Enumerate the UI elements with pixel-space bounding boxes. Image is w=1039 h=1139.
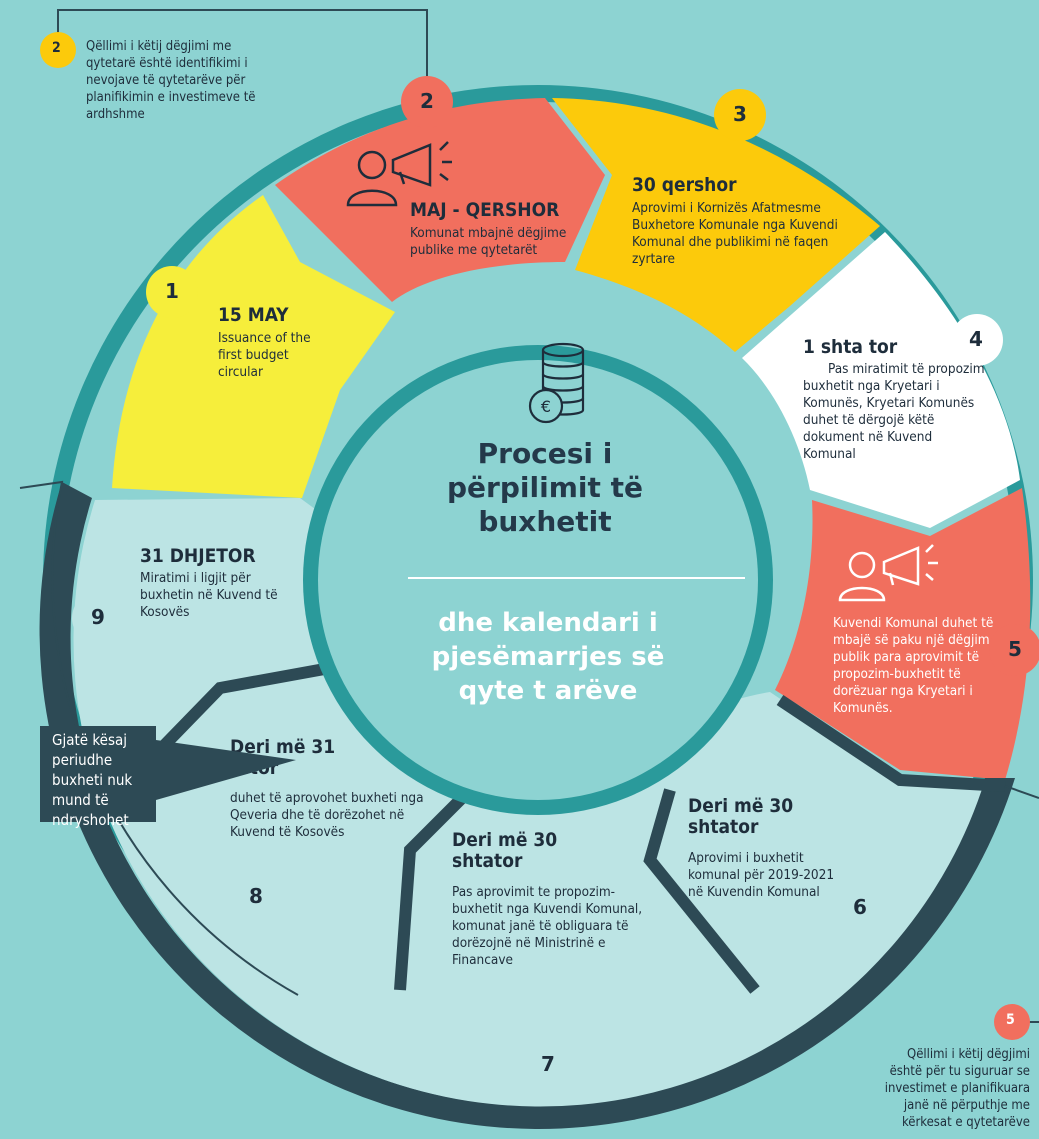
- segment-5-number: 5: [1008, 637, 1022, 661]
- note-5-number: 5: [1006, 1012, 1015, 1028]
- segment-4: [742, 232, 1020, 528]
- segment-8-text: duhet të aprovohet buxheti nga Qeveria d…: [230, 790, 424, 840]
- segment-1-number: 1: [165, 279, 179, 303]
- person-icon: [346, 150, 398, 207]
- euro-icon: [528, 388, 564, 424]
- separator-7-6: [643, 788, 760, 994]
- side-note-text: Gjatë kësaj periudhe buxheti nuk mund të…: [52, 731, 133, 829]
- segment-3-title: 30 qershor: [632, 174, 737, 196]
- side-note-box: Gjatë kësaj periudhe buxheti nuk mund të…: [40, 726, 156, 829]
- segment-1-text: Issuance of the first budget circular: [218, 330, 311, 380]
- number-badges: [40, 32, 1039, 1091]
- segment-5: [775, 488, 1031, 780]
- person-icon: [838, 551, 886, 602]
- separator-9-8: [145, 662, 332, 765]
- segment-3: [552, 98, 880, 352]
- segment-6-number: 6: [853, 895, 867, 919]
- segment-3-number: 3: [733, 102, 747, 126]
- segment-9-text: Miratimi i ligjit për buxhetin në Kuvend…: [140, 570, 278, 620]
- segment-1: [112, 195, 395, 498]
- center-title: Procesi i përpilimit të buxhetit: [447, 437, 643, 538]
- segment-2-number: 2: [420, 89, 434, 113]
- segment-8-number: 8: [249, 884, 263, 908]
- megaphone-icon: [882, 544, 938, 586]
- euro-symbol: €: [541, 397, 551, 416]
- segment-7-title: Deri më 30 shtator: [452, 829, 558, 872]
- segment-6-text: Aprovimi i buxhetit komunal për 2019-202…: [688, 850, 835, 900]
- segment-4-text: Pas miratimit të propozim buxhetit nga K…: [803, 361, 985, 462]
- segment-2-title: MAJ - QERSHOR: [410, 199, 560, 221]
- segment-7-number: 7: [541, 1052, 555, 1076]
- segment-4-title: 1 shta tor: [803, 336, 898, 358]
- segment-7-text: Pas aprovimit te propozim-buxhetit nga K…: [452, 884, 643, 968]
- right-thin-line: [1004, 785, 1039, 799]
- segment-2-text: Komunat mbajnë dëgjime publike me qyteta…: [410, 225, 567, 258]
- coins-icon: [541, 342, 585, 416]
- center-circle: [318, 360, 758, 800]
- segment-3-text: Aprovimi i Kornizës Afatmesme Buxhetore …: [632, 200, 838, 267]
- separator-6-5: [776, 695, 1006, 792]
- note-2-number: 2: [52, 40, 61, 56]
- note-2-text: Qëllimi i këtij dëgjimi me qytetarë ësht…: [86, 39, 256, 122]
- note-5-text: Qëllimi i këtij dëgjimi është për tu sig…: [884, 1047, 1030, 1130]
- segment-5-text: Kuvendi Komunal duhet të mbajë së paku n…: [833, 615, 994, 716]
- segment-2: [275, 98, 605, 302]
- segment-6-title: Deri më 30 shtator: [688, 795, 794, 838]
- megaphone-icon: [391, 141, 452, 187]
- separator-8-7: [394, 785, 475, 991]
- segment-9-number: 9: [91, 605, 105, 629]
- segment-9-title: 31 DHJETOR: [140, 545, 256, 567]
- center-subtitle: dhe kalendari i pjesëmarrjes së qyte t a…: [431, 608, 665, 706]
- side-note-pointer: [156, 740, 296, 800]
- segment-4-number: 4: [969, 327, 983, 351]
- note-2-connector: [57, 9, 428, 80]
- segment-1-title: 15 MAY: [218, 304, 289, 326]
